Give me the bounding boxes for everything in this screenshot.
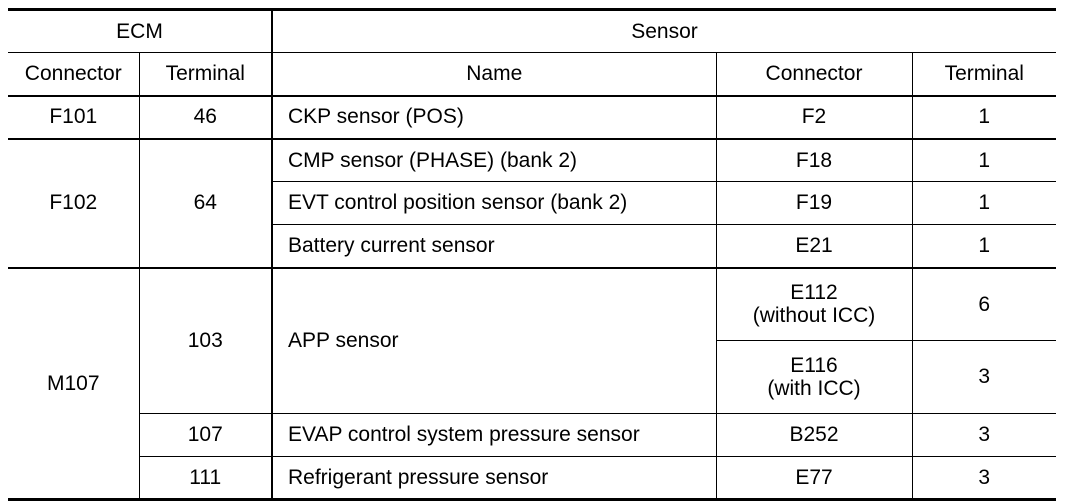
sensor-connector-cell: E112 (without ICC) [715, 266, 913, 341]
table-row: Battery current sensor E21 1 [8, 224, 1056, 268]
sensor-terminal-cell: 6 [911, 266, 1056, 341]
sensor-name-cell: CKP sensor (POS) [271, 95, 717, 139]
sensor-terminal-cell: 3 [911, 340, 1056, 414]
table-row: 111 Refrigerant pressure sensor E77 3 [8, 456, 1056, 500]
ecm-group-header: ECM [8, 9, 273, 53]
sensor-terminal-cell: 1 [911, 137, 1056, 182]
sensor-connector-cell: F19 [715, 181, 913, 225]
sensor-name-cell: APP sensor [271, 266, 717, 414]
connector-id: E112 [790, 281, 838, 305]
sensor-connector-cell: B252 [715, 413, 913, 457]
sensor-terminal-header: Terminal [911, 52, 1056, 97]
table-row: 107 EVAP control system pressure sensor … [8, 413, 1056, 457]
sensor-terminal-cell: 1 [911, 181, 1056, 225]
ecm-connector-cell: F101 [8, 95, 140, 139]
ecm-connector-cell: F102 [8, 137, 140, 268]
ecm-terminal-cell: 64 [138, 137, 273, 268]
sensor-connector-cell: E77 [715, 456, 913, 500]
sensor-terminal-cell: 1 [911, 224, 1056, 268]
sensor-terminal-cell: 3 [911, 413, 1056, 457]
ecm-connector-cell: M107 [8, 266, 140, 500]
table-row: EVT control position sensor (bank 2) F19… [8, 181, 1056, 225]
sensor-name-cell: Battery current sensor [272, 224, 717, 268]
ecm-terminal-header: Terminal [138, 52, 273, 97]
connector-condition: (with ICC) [767, 377, 861, 400]
connector-id: E116 [790, 353, 838, 377]
sensor-name-cell: EVAP control system pressure sensor [271, 413, 717, 457]
header-row-groups: ECM Sensor [8, 9, 1056, 53]
header-row-columns: Connector Terminal Name Connector Termin… [8, 52, 1056, 97]
connector-condition: (without ICC) [752, 304, 876, 328]
sensor-connector-header: Connector [715, 52, 913, 97]
table-row: E116 (with ICC) 3 [8, 340, 1056, 414]
sensor-name-cell: EVT control position sensor (bank 2) [272, 181, 717, 225]
ecm-connector-header: Connector [8, 52, 140, 97]
ecm-sensor-connection-table: ECM Sensor Connector Terminal Name Conne… [8, 8, 1056, 501]
sensor-name-cell: Refrigerant pressure sensor [271, 456, 717, 500]
sensor-connector-cell: F2 [715, 95, 913, 139]
sensor-group-header: Sensor [271, 9, 1056, 53]
sensor-connector-cell: F18 [715, 137, 913, 182]
sensor-terminal-cell: 1 [911, 95, 1056, 139]
ecm-terminal-cell: 107 [139, 413, 273, 457]
ecm-terminal-cell: 111 [139, 456, 273, 500]
sensor-name-cell: CMP sensor (PHASE) (bank 2) [271, 137, 717, 182]
ecm-terminal-cell: 103 [138, 266, 273, 414]
ecm-terminal-cell: 46 [138, 95, 273, 139]
sensor-terminal-cell: 3 [911, 456, 1056, 500]
sensor-connector-cell: E116 (with ICC) [716, 340, 913, 414]
table-row: F102 64 CMP sensor (PHASE) (bank 2) F18 … [8, 137, 1056, 268]
sensor-connector-cell: E21 [715, 224, 913, 268]
sensor-name-header: Name [271, 52, 717, 97]
table-row: M107 103 APP sensor E112 (without ICC) 6 [8, 266, 1056, 500]
table-row: F101 46 CKP sensor (POS) F2 1 [8, 95, 1056, 139]
